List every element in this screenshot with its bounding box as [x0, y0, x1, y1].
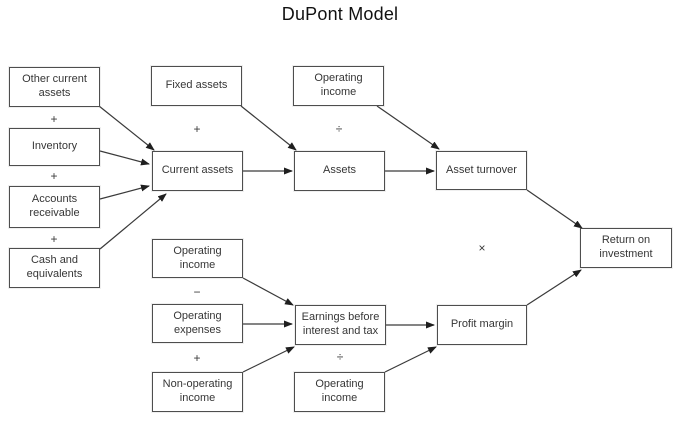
node-operating-income-bottom: Operating income: [294, 372, 385, 412]
node-current-assets: Current assets: [152, 151, 243, 191]
edge-operating-income-bottom-to-profit-margin: [384, 346, 437, 373]
page-title: DuPont Model: [281, 4, 399, 24]
node-profit-margin: Profit margin: [437, 305, 527, 345]
operator-plus-fixed-current: +: [193, 122, 201, 136]
operator-plus-oca-inventory: +: [50, 112, 58, 126]
node-inventory: Inventory: [9, 128, 100, 166]
edge-profit-margin-to-return-on-investment: [526, 269, 582, 306]
edge-operating-income-top-to-asset-turnover: [376, 105, 440, 150]
edge-operating-income-mid-to-ebit: [242, 277, 294, 306]
node-operating-expenses: Operating expenses: [152, 304, 243, 343]
node-non-operating-income: Non-operating income: [152, 372, 243, 412]
node-assets: Assets: [294, 151, 385, 191]
node-accounts-receivable: Accounts receivable: [9, 186, 100, 228]
operator-plus-inventory-ar: +: [50, 169, 58, 183]
node-operating-income-mid: Operating income: [152, 239, 243, 278]
operator-times-turnover-margin: ×: [478, 241, 486, 255]
node-return-on-investment: Return on investment: [580, 228, 672, 268]
edge-other-current-assets-to-current-assets: [98, 105, 155, 151]
edge-accounts-receivable-to-current-assets: [99, 184, 150, 200]
operator-plus-ar-cash: +: [50, 232, 58, 246]
edge-inventory-to-current-assets: [99, 150, 150, 166]
operator-minus-income-expenses: −: [193, 285, 201, 299]
node-earnings-before-interest-and-tax: Earnings before interest and tax: [295, 305, 386, 345]
operator-plus-expenses-nonop: +: [193, 351, 201, 365]
edge-asset-turnover-to-return-on-investment: [526, 189, 583, 229]
node-operating-income-top: Operating income: [293, 66, 384, 106]
node-other-current-assets: Other current assets: [9, 67, 100, 107]
node-asset-turnover: Asset turnover: [436, 151, 527, 190]
node-cash-and-equivalents: Cash and equivalents: [9, 248, 100, 288]
operator-divide-ebit-income: ÷: [336, 350, 344, 364]
edge-fixed-assets-to-assets: [240, 105, 297, 151]
edge-cash-and-equivalents-to-current-assets: [99, 193, 167, 250]
node-fixed-assets: Fixed assets: [151, 66, 242, 106]
operator-divide-income-assets: ÷: [335, 122, 343, 136]
edge-non-operating-income-to-ebit: [242, 346, 295, 373]
